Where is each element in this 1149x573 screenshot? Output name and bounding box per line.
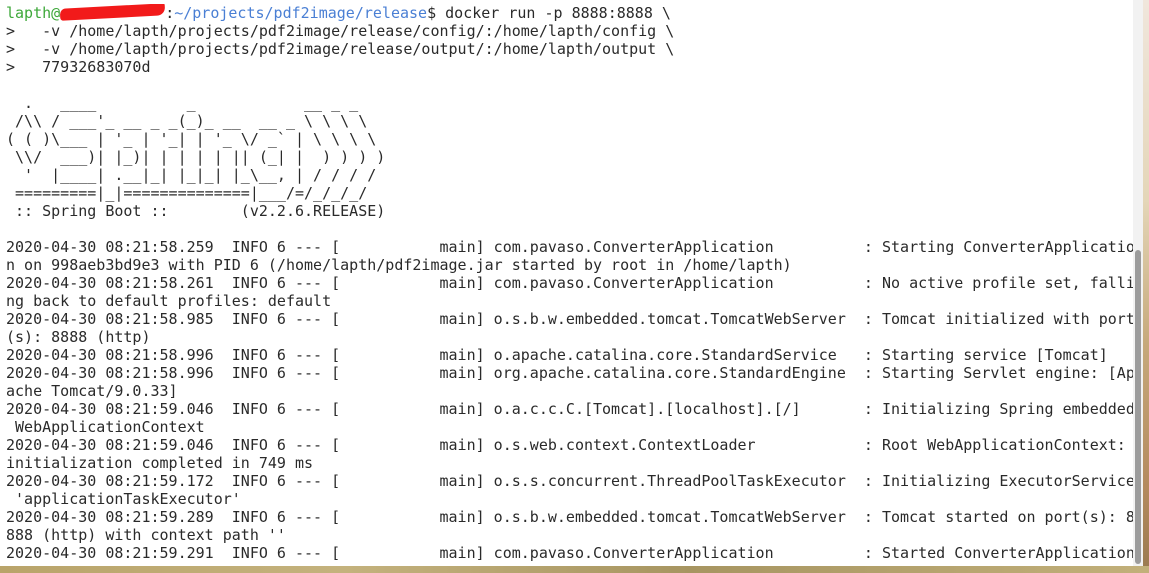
spring-boot-version-line: :: Spring Boot :: (v2.2.6.RELEASE) bbox=[6, 202, 386, 220]
log-line: 'applicationTaskExecutor' bbox=[6, 490, 241, 508]
blank-line bbox=[6, 220, 1133, 238]
log-line: 2020-04-30 08:21:59.046 INFO 6 --- [ mai… bbox=[6, 436, 1126, 454]
log-line: WebApplicationContext bbox=[6, 418, 205, 436]
log-line: 2020-04-30 08:21:58.261 INFO 6 --- [ mai… bbox=[6, 274, 1133, 292]
log-line: 2020-04-30 08:21:59.291 INFO 6 --- [ mai… bbox=[6, 544, 1133, 562]
log-line: ache Tomcat/9.0.33] bbox=[6, 382, 178, 400]
prompt-separator: : bbox=[165, 4, 175, 22]
log-line: 2020-04-30 08:21:59.172 INFO 6 --- [ mai… bbox=[6, 472, 1133, 490]
log-line: ng back to default profiles: default bbox=[6, 292, 332, 310]
prompt-user: lapth@ bbox=[6, 4, 61, 22]
banner-line: . ____ _ __ _ _ bbox=[6, 94, 359, 112]
log-line: 888 (http) with context path '' bbox=[6, 526, 286, 544]
vertical-scrollbar[interactable] bbox=[1133, 0, 1143, 573]
prompt-line: lapth@:~/projects/pdf2image/release$ doc… bbox=[6, 4, 1133, 22]
continuation-line: > -v /home/lapth/projects/pdf2image/rele… bbox=[6, 22, 675, 40]
banner-line: /\\ / ___'_ __ _ _(_)_ __ __ _ \ \ \ \ bbox=[6, 112, 368, 130]
log-line: 2020-04-30 08:21:58.996 INFO 6 --- [ mai… bbox=[6, 346, 1108, 364]
desktop-background-bottom bbox=[0, 566, 1149, 573]
terminal-output: lapth@:~/projects/pdf2image/release$ doc… bbox=[6, 4, 1133, 562]
log-line: 2020-04-30 08:21:58.259 INFO 6 --- [ mai… bbox=[6, 238, 1133, 256]
scrollbar-thumb[interactable] bbox=[1135, 250, 1141, 564]
prompt-command: $ docker run -p 8888:8888 \ bbox=[427, 4, 671, 22]
continuation-line: > -v /home/lapth/projects/pdf2image/rele… bbox=[6, 40, 675, 58]
log-line: (s): 8888 (http) bbox=[6, 328, 151, 346]
banner-line: ' |____| .__|_| |_|_| |_\__, | / / / / bbox=[6, 166, 377, 184]
redacted-hostname-mark bbox=[59, 4, 166, 21]
banner-line: \\/ ___)| |_)| | | | | || (_| | ) ) ) ) bbox=[6, 148, 386, 166]
desktop-background-edge bbox=[1143, 0, 1149, 573]
log-line: initialization completed in 749 ms bbox=[6, 454, 314, 472]
log-line: 2020-04-30 08:21:58.996 INFO 6 --- [ mai… bbox=[6, 364, 1133, 382]
banner-line: =========|_|==============|___/=/_/_/_/ bbox=[6, 184, 368, 202]
log-line: 2020-04-30 08:21:58.985 INFO 6 --- [ mai… bbox=[6, 310, 1133, 328]
blank-line bbox=[6, 76, 1133, 94]
banner-line: ( ( )\___ | '_ | '_| | '_ \/ _` | \ \ \ … bbox=[6, 130, 377, 148]
log-line: n on 998aeb3bd9e3 with PID 6 (/home/lapt… bbox=[6, 256, 792, 274]
log-line: 2020-04-30 08:21:59.289 INFO 6 --- [ mai… bbox=[6, 508, 1133, 526]
log-line: 2020-04-30 08:21:59.046 INFO 6 --- [ mai… bbox=[6, 400, 1133, 418]
continuation-line: > 77932683070d bbox=[6, 58, 151, 76]
prompt-path: ~/projects/pdf2image/release bbox=[174, 4, 428, 22]
